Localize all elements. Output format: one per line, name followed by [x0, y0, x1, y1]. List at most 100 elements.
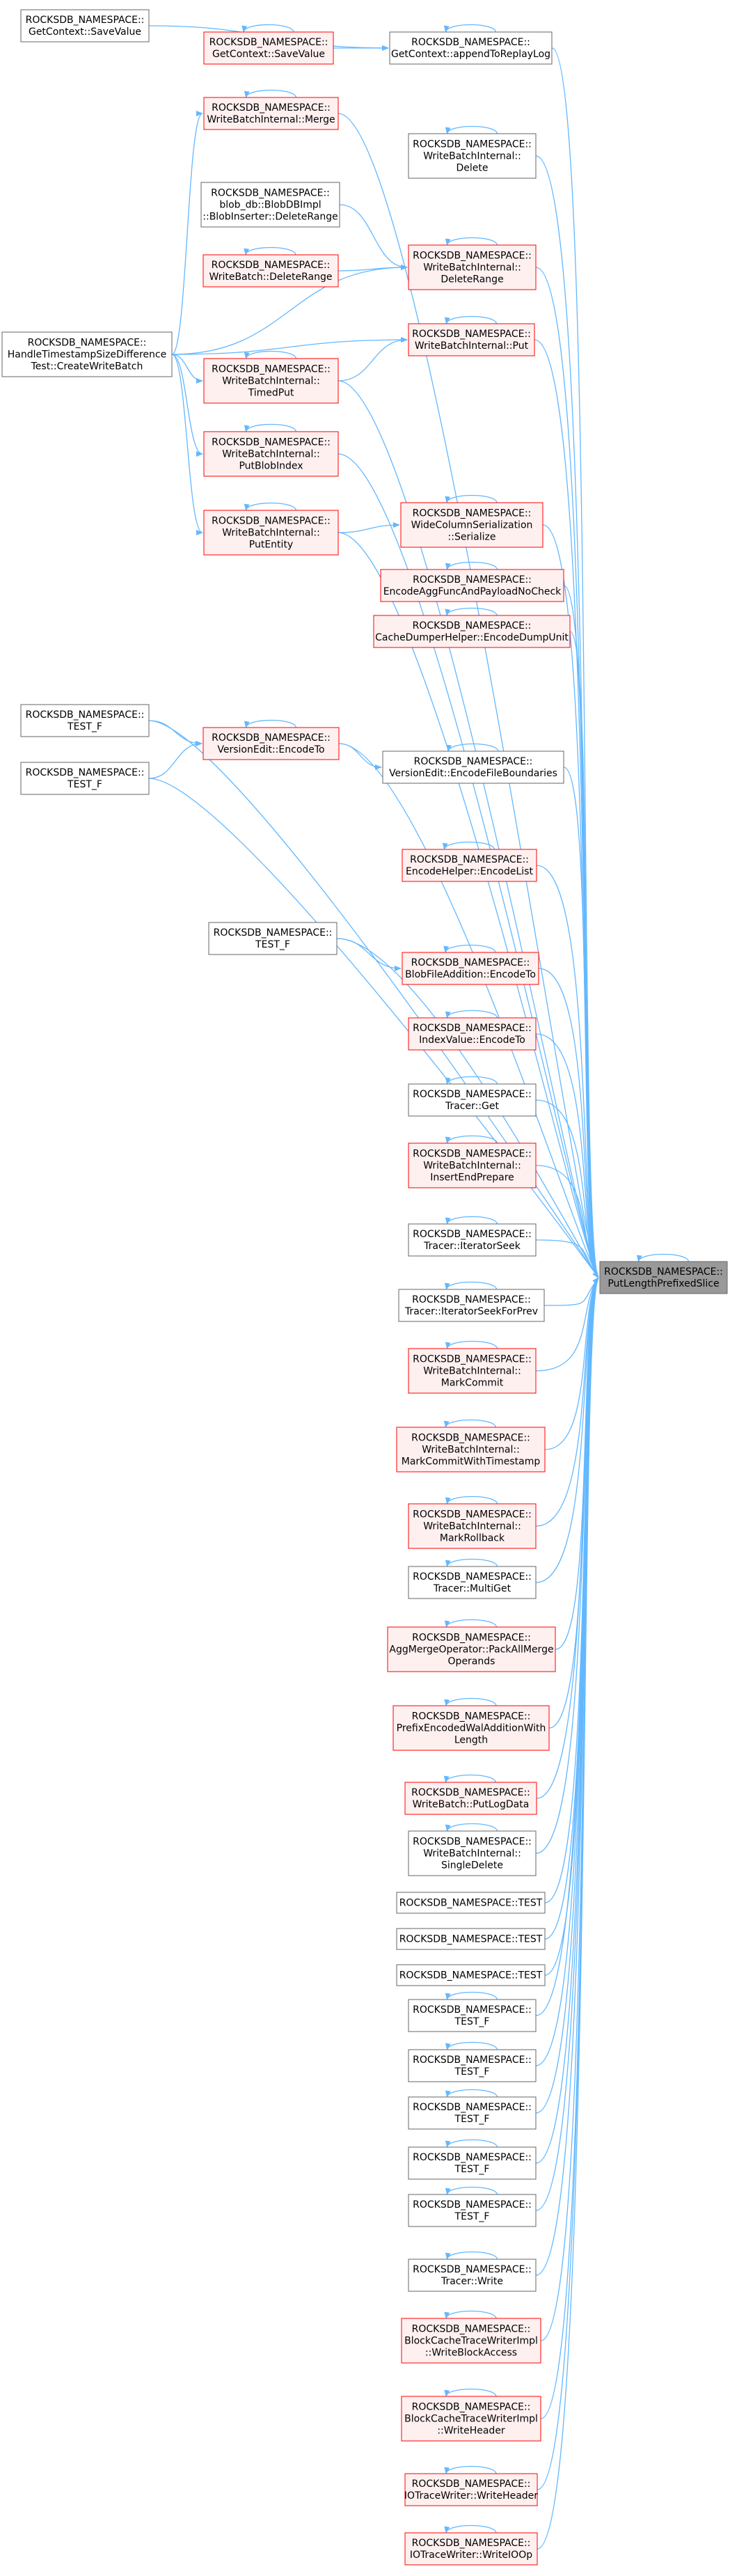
- node-agg[interactable]: ROCKSDB_NAMESPACE::AggMergeOperator::Pac…: [387, 1626, 556, 1672]
- node-label-line: ROCKSDB_NAMESPACE::: [413, 2199, 532, 2210]
- node-gcrl[interactable]: ROCKSDB_NAMESPACE::GetContext::appendToR…: [389, 31, 553, 65]
- node-wbi_merge[interactable]: ROCKSDB_NAMESPACE::WriteBatchInternal::M…: [203, 97, 339, 130]
- node-tr_get[interactable]: ROCKSDB_NAMESPACE::Tracer::Get: [408, 1083, 537, 1117]
- node-wb_pld[interactable]: ROCKSDB_NAMESPACE::WriteBatch::PutLogDat…: [404, 1782, 537, 1815]
- node-label-line: ROCKSDB_NAMESPACE::TEST: [399, 1934, 543, 1945]
- node-test3[interactable]: ROCKSDB_NAMESPACE::TEST: [396, 1964, 546, 1986]
- node-wbi_iep[interactable]: ROCKSDB_NAMESPACE::WriteBatchInternal::I…: [408, 1142, 537, 1188]
- node-root: ROCKSDB_NAMESPACE::PutLengthPrefixedSlic…: [599, 1261, 728, 1294]
- node-tr_isfp[interactable]: ROCKSDB_NAMESPACE::Tracer::IteratorSeekF…: [398, 1289, 545, 1322]
- node-iotw_wh[interactable]: ROCKSDB_NAMESPACE::IOTraceWriter::WriteH…: [404, 2473, 538, 2506]
- node-wbi_mc[interactable]: ROCKSDB_NAMESPACE::WriteBatchInternal::M…: [408, 1348, 537, 1394]
- node-box: [396, 1964, 546, 1986]
- node-test1[interactable]: ROCKSDB_NAMESPACE::TEST: [396, 1892, 546, 1914]
- node-tr_mg[interactable]: ROCKSDB_NAMESPACE::Tracer::MultiGet: [408, 1566, 537, 1599]
- edge-ve_efb-to-root: [563, 767, 599, 1278]
- node-label-line: BlockCacheTraceWriterImpl: [404, 2336, 538, 2347]
- node-bfa[interactable]: ROCKSDB_NAMESPACE::BlobFileAddition::Enc…: [402, 952, 539, 985]
- node-ve_encode[interactable]: ROCKSDB_NAMESPACE::VersionEdit::EncodeTo: [203, 727, 340, 760]
- node-box: [396, 1892, 546, 1914]
- self-loop-wbi_put: [444, 315, 498, 324]
- node-label-line: VersionEdit::EncodeFileBoundaries: [389, 768, 557, 779]
- node-box: [404, 2473, 538, 2506]
- node-box: [408, 1223, 537, 1257]
- node-bctw_wba[interactable]: ROCKSDB_NAMESPACE::BlockCacheTraceWriter…: [401, 2318, 541, 2364]
- self-loop-ve_efb: [446, 743, 499, 752]
- node-cdh[interactable]: ROCKSDB_NAMESPACE::CacheDumperHelper::En…: [373, 615, 571, 648]
- node-box: [400, 502, 543, 548]
- node-box: [402, 849, 537, 882]
- node-wb_delrange[interactable]: ROCKSDB_NAMESPACE::WriteBatch::DeleteRan…: [203, 254, 339, 288]
- edge-htsd-to-wbi_merge: [171, 111, 203, 355]
- node-label-line: Test::CreateWriteBatch: [31, 361, 143, 372]
- node-testf5[interactable]: ROCKSDB_NAMESPACE::TEST_F: [408, 2049, 537, 2082]
- node-gcsv[interactable]: ROCKSDB_NAMESPACE::GetContext::SaveValue: [203, 31, 334, 65]
- node-label-line: ROCKSDB_NAMESPACE::: [209, 37, 328, 48]
- node-wbi_putentity[interactable]: ROCKSDB_NAMESPACE::WriteBatchInternal::P…: [203, 510, 339, 556]
- node-iv[interactable]: ROCKSDB_NAMESPACE::IndexValue::EncodeTo: [408, 1017, 537, 1051]
- node-enclist[interactable]: ROCKSDB_NAMESPACE::EncodeHelper::EncodeL…: [402, 849, 537, 882]
- node-wbi_delrange[interactable]: ROCKSDB_NAMESPACE::WriteBatchInternal::D…: [408, 244, 537, 290]
- node-iotw_wio[interactable]: ROCKSDB_NAMESPACE::IOTraceWriter::WriteI…: [404, 2532, 538, 2566]
- edge-iotw_wio-to-root: [537, 1277, 599, 2550]
- node-testf8[interactable]: ROCKSDB_NAMESPACE::TEST_F: [408, 2194, 537, 2227]
- node-label-line: ROCKSDB_NAMESPACE::: [211, 188, 330, 199]
- node-label-line: TEST_F: [454, 2211, 490, 2222]
- self-loop-wbi_delete: [445, 125, 498, 134]
- node-testf4[interactable]: ROCKSDB_NAMESPACE::TEST_F: [408, 1999, 537, 2032]
- node-wbi_put[interactable]: ROCKSDB_NAMESPACE::WriteBatchInternal::P…: [408, 323, 535, 356]
- edge-ve_encode-to-root: [338, 743, 599, 1278]
- node-wbi_sd[interactable]: ROCKSDB_NAMESPACE::WriteBatchInternal::S…: [408, 1830, 537, 1876]
- node-tr_write[interactable]: ROCKSDB_NAMESPACE::Tracer::Write: [408, 2259, 537, 2292]
- node-label-line: ROCKSDB_NAMESPACE::: [411, 1433, 530, 1444]
- node-box: [408, 1142, 537, 1188]
- self-loops-layer: [241, 24, 690, 2534]
- node-htsd[interactable]: ROCKSDB_NAMESPACE::HandleTimestampSizeDi…: [1, 331, 173, 377]
- edge-ve_encode-to-ve_efb: [338, 743, 382, 770]
- node-wcs_serialize[interactable]: ROCKSDB_NAMESPACE::WideColumnSerializati…: [400, 502, 543, 548]
- node-label-line: ROCKSDB_NAMESPACE::: [412, 2479, 531, 2490]
- edge-wbi_delete-to-root: [535, 155, 599, 1278]
- node-wbi_timedput[interactable]: ROCKSDB_NAMESPACE::WriteBatchInternal::T…: [203, 358, 339, 404]
- node-label-line: TEST_F: [67, 721, 102, 732]
- node-label-line: ROCKSDB_NAMESPACE::: [212, 437, 331, 448]
- node-box: [408, 2146, 537, 2180]
- node-testf6[interactable]: ROCKSDB_NAMESPACE::TEST_F: [408, 2096, 537, 2130]
- node-box: [380, 569, 564, 602]
- node-label-line: ROCKSDB_NAMESPACE::: [26, 15, 145, 26]
- node-wbi_delete[interactable]: ROCKSDB_NAMESPACE::WriteBatchInternal::D…: [408, 133, 537, 179]
- node-pewa[interactable]: ROCKSDB_NAMESPACE::PrefixEncodedWalAddit…: [392, 1705, 550, 1751]
- self-loop-tr_get: [445, 1076, 498, 1085]
- node-wbi_mcwt[interactable]: ROCKSDB_NAMESPACE::WriteBatchInternal::M…: [396, 1427, 546, 1472]
- node-box: [203, 358, 339, 404]
- node-wbi_putblob[interactable]: ROCKSDB_NAMESPACE::WriteBatchInternal::P…: [203, 431, 339, 477]
- node-box: [408, 244, 537, 290]
- node-label-line: ROCKSDB_NAMESPACE::: [413, 2004, 532, 2016]
- node-label-line: MarkCommit: [441, 1378, 504, 1389]
- node-wbi_mr[interactable]: ROCKSDB_NAMESPACE::WriteBatchInternal::M…: [408, 1503, 537, 1549]
- node-box: [382, 751, 564, 784]
- edge-tr_isfp-to-root: [543, 1277, 599, 1306]
- node-blobdel[interactable]: ROCKSDB_NAMESPACE::blob_db::BlobDBImpl::…: [200, 182, 340, 228]
- node-testf3[interactable]: ROCKSDB_NAMESPACE::TEST_F: [208, 922, 338, 955]
- node-gcsv_left[interactable]: ROCKSDB_NAMESPACE::GetContext::SaveValue: [20, 9, 150, 42]
- node-label-line: ROCKSDB_NAMESPACE::: [212, 102, 331, 113]
- node-label-line: WriteBatchInternal::: [222, 449, 320, 460]
- node-label-line: WriteBatchInternal::: [423, 1521, 521, 1532]
- node-ve_efb[interactable]: ROCKSDB_NAMESPACE::VersionEdit::EncodeFi…: [382, 751, 564, 784]
- node-label-line: ROCKSDB_NAMESPACE::: [412, 1711, 531, 1722]
- node-label-line: ROCKSDB_NAMESPACE::: [413, 251, 532, 262]
- node-test2[interactable]: ROCKSDB_NAMESPACE::TEST: [396, 1928, 546, 1950]
- node-testf7[interactable]: ROCKSDB_NAMESPACE::TEST_F: [408, 2146, 537, 2180]
- self-loop-gcsv: [241, 24, 294, 33]
- node-testf1[interactable]: ROCKSDB_NAMESPACE::TEST_F: [20, 704, 150, 737]
- node-testf2[interactable]: ROCKSDB_NAMESPACE::TEST_F: [20, 762, 150, 795]
- node-label-line: ROCKSDB_NAMESPACE::: [212, 260, 331, 271]
- node-encagg[interactable]: ROCKSDB_NAMESPACE::EncodeAggFuncAndPaylo…: [380, 569, 564, 602]
- edge-wbi_mcwt-to-root: [544, 1277, 599, 1450]
- self-loop-bctw_wh: [444, 2388, 497, 2397]
- node-bctw_wh[interactable]: ROCKSDB_NAMESPACE::BlockCacheTraceWriter…: [401, 2396, 541, 2442]
- node-box: [200, 182, 340, 228]
- node-box: [396, 1928, 546, 1950]
- node-tr_is[interactable]: ROCKSDB_NAMESPACE::Tracer::IteratorSeek: [408, 1223, 537, 1257]
